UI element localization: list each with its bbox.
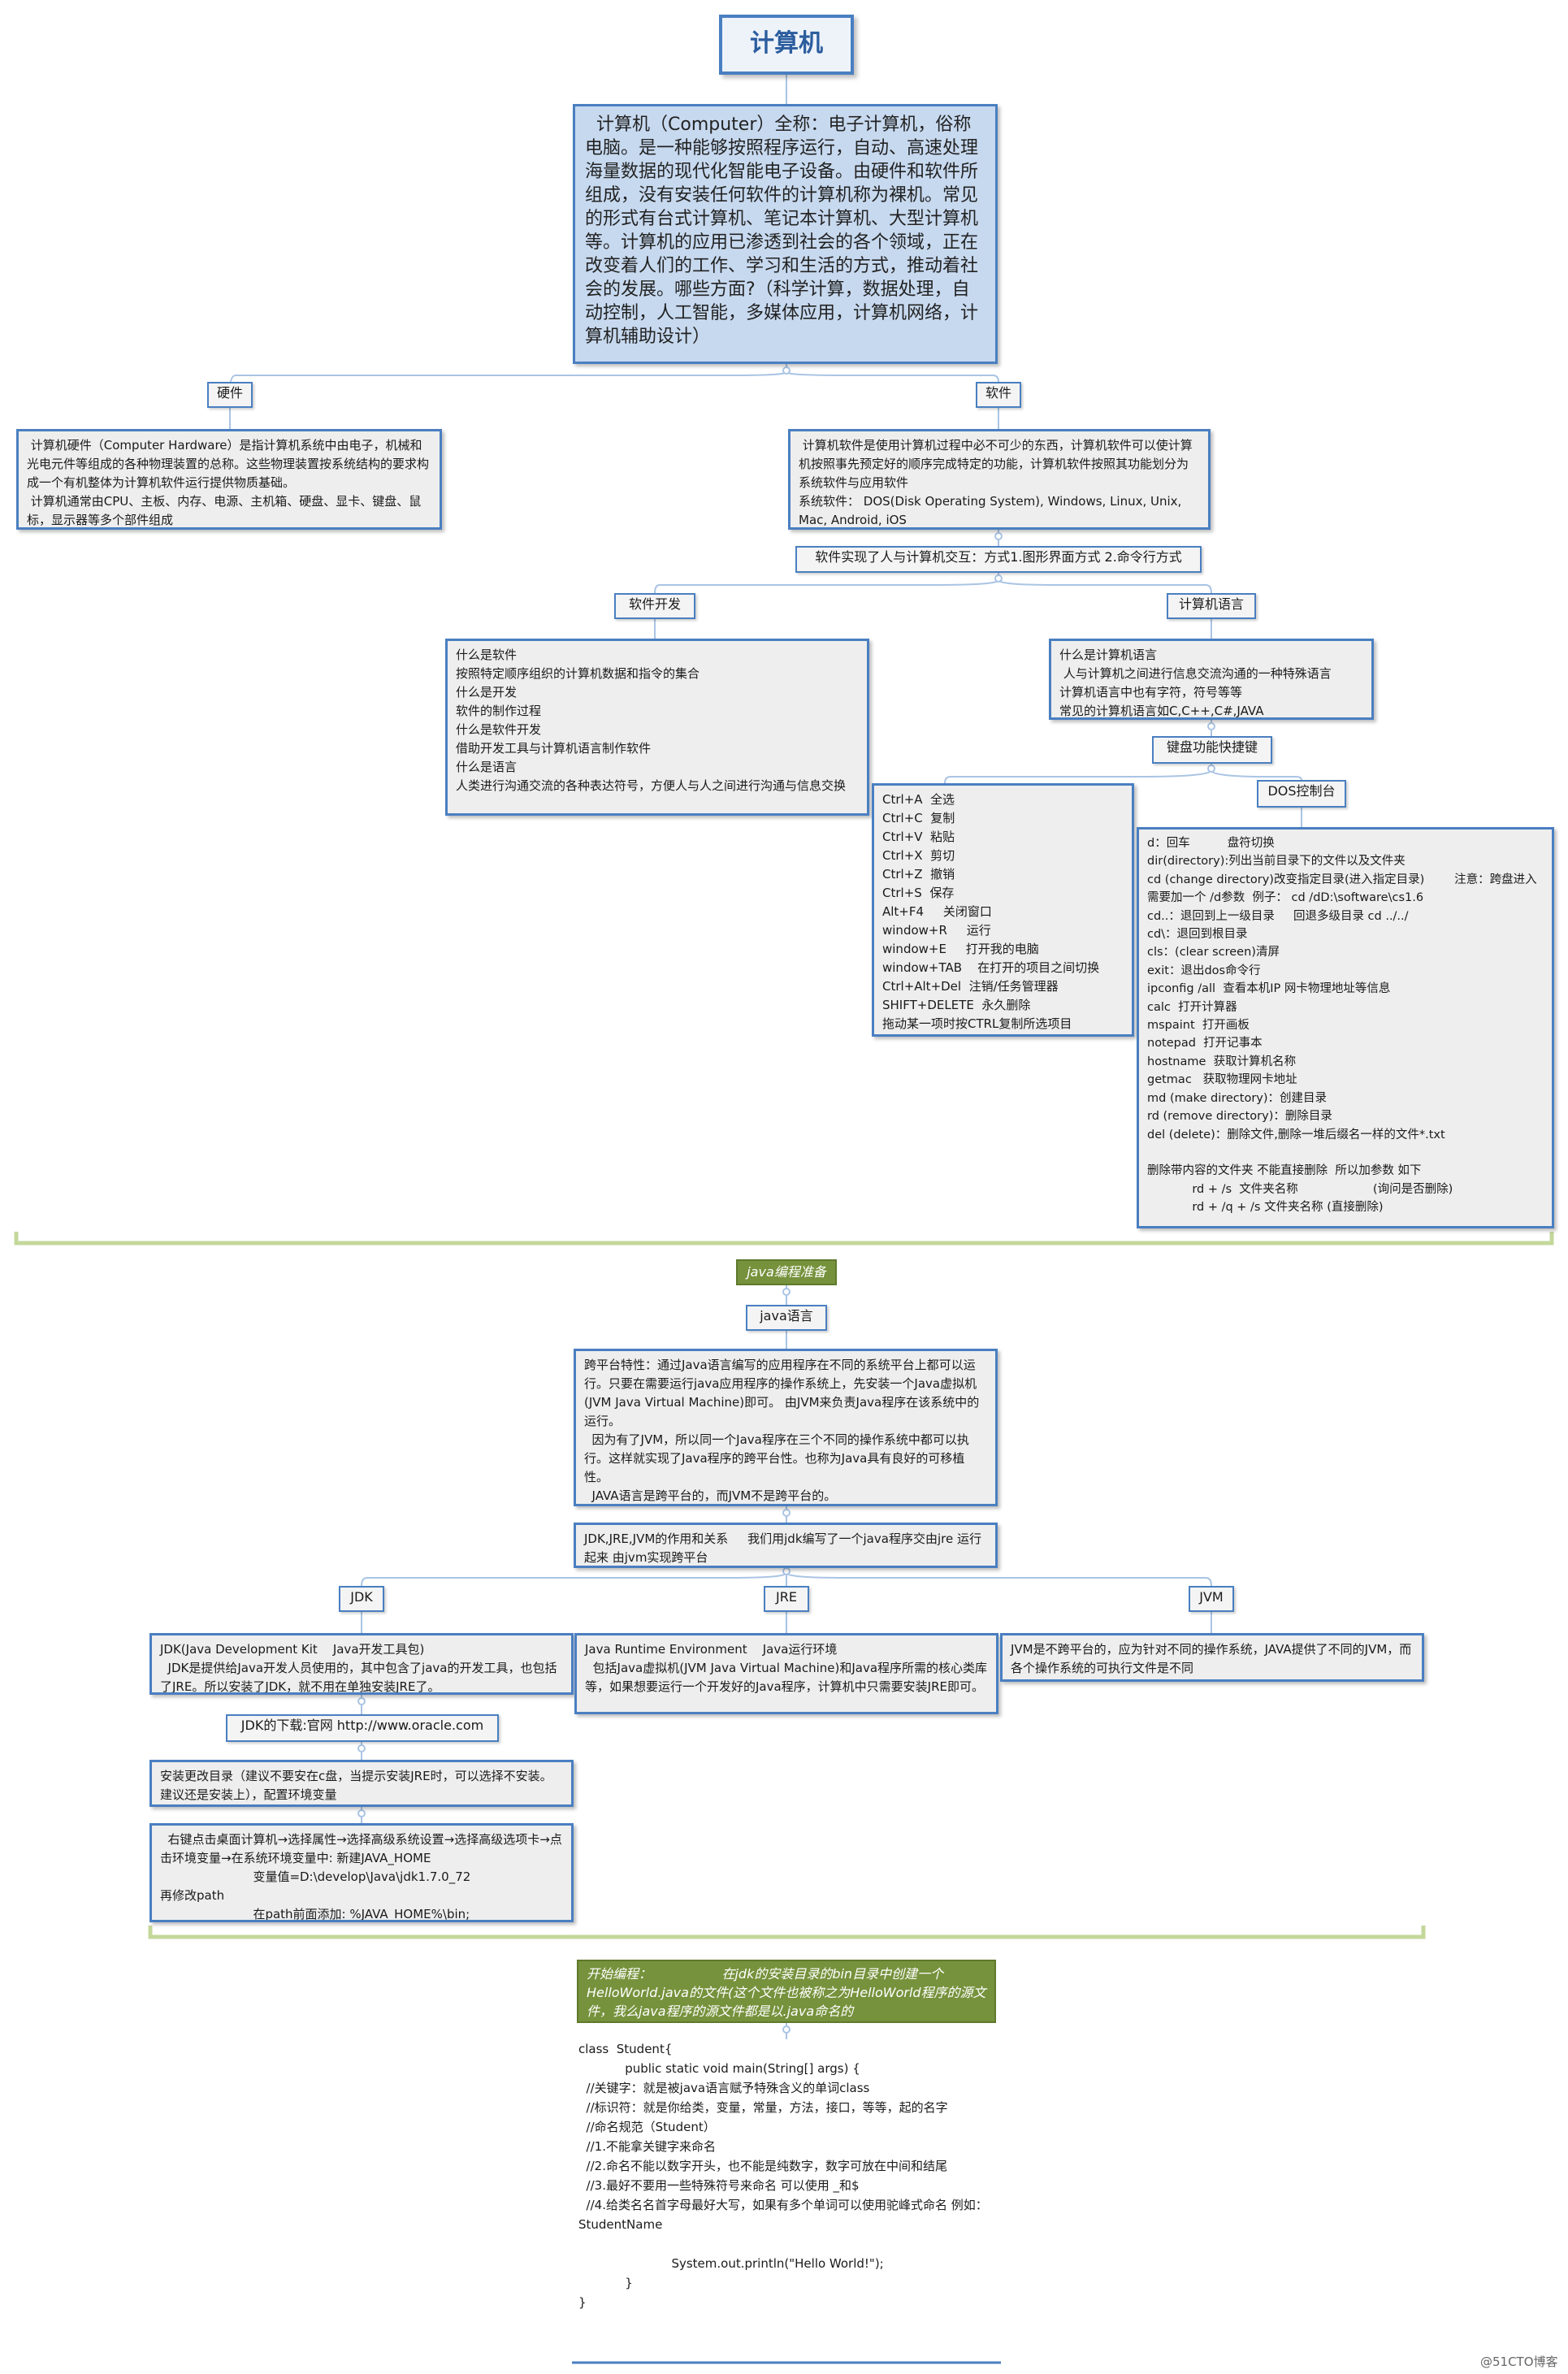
software-description: 计算机软件是使用计算机过程中必不可少的东西，计算机软件可以使计算机按照事先预定好… xyxy=(788,429,1211,530)
jre-label: JRE xyxy=(764,1586,809,1612)
jdk-env-config: 右键点击桌面计算机→选择属性→选择高级系统设置→选择高级选项卡→点击环境变量→在… xyxy=(149,1823,574,1922)
jvm-description: JVM是不跨平台的，应为针对不同的操作系统，JAVA提供了不同的JVM，而各个操… xyxy=(1000,1633,1424,1682)
dos-commands-list: d：回车 盘符切换 dir(directory):列出当前目录下的文件以及文件夹… xyxy=(1137,827,1554,1228)
watermark: @51CTO博客 xyxy=(1480,2355,1558,2369)
computer-language-label: 计算机语言 xyxy=(1167,593,1256,619)
jdk-install-note: 安装更改目录（建议不要安在c盘，当提示安装JRE时，可以选择不安装。建议还是安装… xyxy=(149,1760,574,1807)
jdk-label: JDK xyxy=(339,1586,384,1612)
start-programming-note: 开始编程： 在jdk的安装目录的bin目录中创建一个HelloWorld.jav… xyxy=(577,1960,996,2023)
root-description: 计算机（Computer）全称：电子计算机，俗称电脑。是一种能够按照程序运行，自… xyxy=(573,104,998,364)
root-title: 计算机 xyxy=(719,15,854,75)
software-dev-label: 软件开发 xyxy=(614,593,695,619)
cross-platform-description: 跨平台特性：通过Java语言编写的应用程序在不同的系统平台上都可以运行。只要在需… xyxy=(574,1349,998,1506)
hardware-description: 计算机硬件（Computer Hardware）是指计算机系统中由电子，机械和光… xyxy=(16,429,442,530)
software-dev-description: 什么是软件 按照特定顺序组织的计算机数据和指令的集合 什么是开发 软件的制作过程… xyxy=(445,639,869,816)
keyboard-shortcuts-list: Ctrl+A 全选 Ctrl+C 复制 Ctrl+V 粘贴 Ctrl+X 剪切 … xyxy=(872,783,1134,1037)
software-interaction-label: 软件实现了人与计算机交互：方式1.图形界面方式 2.命令行方式 xyxy=(795,546,1202,573)
jdk-description: JDK(Java Development Kit Java开发工具包) JDK是… xyxy=(149,1633,574,1695)
jdk-jre-jvm-relation: JDK,JRE,JVM的作用和关系 我们用jdk编写了一个java程序交由jre… xyxy=(574,1523,998,1568)
software-label: 软件 xyxy=(976,382,1021,408)
jvm-label: JVM xyxy=(1189,1586,1234,1612)
hardware-label: 硬件 xyxy=(207,382,253,408)
java-language-label: java语言 xyxy=(746,1305,827,1331)
keyboard-shortcuts-label: 键盘功能快捷键 xyxy=(1152,736,1272,764)
hello-world-code: class Student{ public static void main(S… xyxy=(578,2042,988,2310)
java-prep-title: java编程准备 xyxy=(736,1259,837,1285)
jdk-download-link[interactable]: JDK的下载:官网 http://www.oracle.com xyxy=(226,1714,499,1742)
jre-description: Java Runtime Environment Java运行环境 包括Java… xyxy=(574,1633,998,1714)
dos-console-label: DOS控制台 xyxy=(1257,780,1346,808)
computer-language-description: 什么是计算机语言 人与计算机之间进行信息交流沟通的一种特殊语言 计算机语言中也有… xyxy=(1049,639,1374,720)
